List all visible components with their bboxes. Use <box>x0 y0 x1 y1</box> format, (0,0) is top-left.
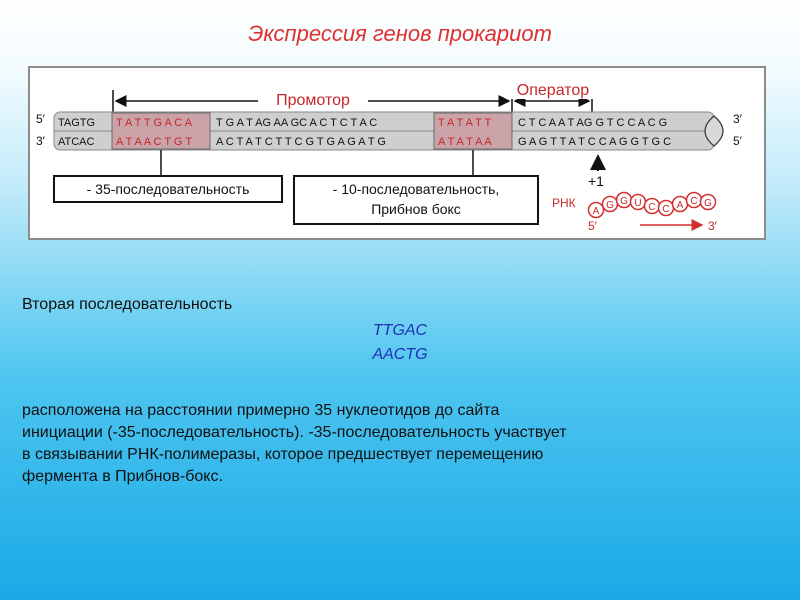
box-35-callout: - 35-последовательность <box>53 150 283 203</box>
rna-base-label: C <box>648 202 655 213</box>
top-5-prime: 5′ <box>36 112 46 126</box>
box-10-highlight <box>433 112 513 150</box>
description-paragraph: расположена на расстоянии примерно 35 ну… <box>22 400 567 488</box>
top-spacer-seq: T G A T AG AA GC A C T C T A C <box>216 117 377 129</box>
rna-base-label: A <box>593 206 600 217</box>
box-35-label: - 35-последовательность <box>87 181 250 197</box>
bottom-spacer-seq: A C T A T C T T C G T G A G A T G <box>216 136 386 148</box>
bottom-operator-seq: G A G T T A T C C A G G T G C <box>518 136 671 148</box>
rna-base-label: G <box>606 200 614 211</box>
rna-base-label: G <box>704 198 712 209</box>
paragraph-line-1: расположена на расстоянии примерно 35 ну… <box>22 402 500 419</box>
operator-bracket: Оператор <box>507 81 599 112</box>
top-box35-seq: T A T T G A C A <box>116 117 193 129</box>
intro-text: Вторая последовательность <box>22 296 233 313</box>
dna-double-strand <box>53 111 724 151</box>
rna-3-prime: 3′ <box>708 219 718 233</box>
box-10-label-line2: Прибнов бокс <box>371 201 461 217</box>
operator-label: Оператор <box>517 82 590 99</box>
sequence-aactg: AACTG <box>372 346 428 363</box>
start-site-label: +1 <box>588 173 604 189</box>
start-site-marker: +1 <box>588 154 606 189</box>
slide-title: Экспрессия генов прокариот <box>248 21 552 46</box>
paragraph-line-2: инициации (-35-последовательность). -35-… <box>22 424 567 441</box>
box-10-label-line1: - 10-последовательность, <box>333 181 500 197</box>
promoter-bracket: Промотор <box>112 90 513 112</box>
promoter-label: Промотор <box>276 92 350 109</box>
box-35-highlight <box>111 112 211 150</box>
bottom-box10-seq: A T A T A A <box>438 136 492 148</box>
top-operator-seq: C T C A A T AG G T C C A C G <box>518 117 667 129</box>
bottom-box35-seq: A T A A C T G T <box>116 136 192 148</box>
bottom-3-prime: 3′ <box>36 134 46 148</box>
rna-label: РНК <box>552 196 576 210</box>
rna-base-label: U <box>634 198 641 209</box>
top-left-seq: TAGTG <box>58 117 95 129</box>
box-10-callout: - 10-последовательность, Прибнов бокс <box>293 150 539 225</box>
top-box10-seq: T A T A T T <box>438 117 491 129</box>
paragraph-line-4: фермента в Прибнов-бокс. <box>22 468 223 485</box>
rna-base-label: C <box>690 196 697 207</box>
promoter-diagram: Промотор Оператор 5′ 3′ 3′ 5′ TAGTG T A … <box>28 66 766 240</box>
bottom-left-seq: ATCAC <box>58 136 95 148</box>
sequence-ttgac: TTGAC <box>372 322 428 339</box>
rna-base-label: A <box>677 200 684 211</box>
rna-bead <box>699 193 717 211</box>
rna-base-label: G <box>620 196 628 207</box>
top-3-prime: 3′ <box>733 112 743 126</box>
rna-bead <box>587 201 605 219</box>
rna-5-prime: 5′ <box>588 219 598 233</box>
bottom-5-prime: 5′ <box>733 134 743 148</box>
rna-base-label: C <box>662 204 669 215</box>
paragraph-line-3: в связывании РНК-полимеразы, которое пре… <box>22 446 544 463</box>
